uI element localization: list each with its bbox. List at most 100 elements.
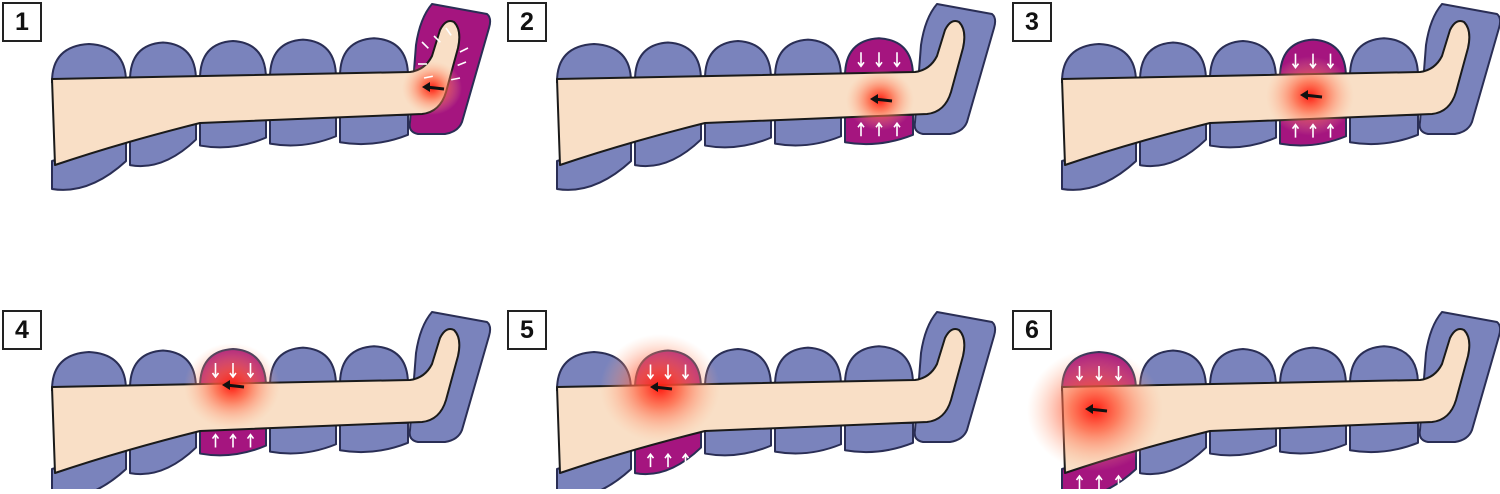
leg — [51, 20, 461, 166]
cuff-chamber-top-ankle — [338, 37, 410, 78]
cuff-chamber-bottom-knee — [1209, 116, 1277, 149]
leg-panel-1 — [50, 3, 492, 191]
cuff-chamber-top-upper-thigh — [555, 42, 633, 83]
cuff-chamber-bottom-lower-thigh — [1139, 426, 1207, 476]
flow-arrow-head — [1085, 404, 1093, 414]
compress-arrow-up — [875, 121, 883, 137]
compress-arrow-up — [211, 433, 220, 448]
compress-arrow-down — [857, 52, 865, 68]
cuff-chamber-top-upper-thigh — [1060, 42, 1138, 83]
cuff-chamber-top-ankle — [1348, 37, 1420, 78]
leg-panel-5 — [555, 311, 997, 494]
cuff-chamber-bottom-ankle — [339, 421, 409, 454]
cuff-chamber-top-calf — [1278, 346, 1348, 387]
cuff-chamber-bottom-knee — [704, 116, 772, 149]
compress-arrow-down — [1075, 366, 1084, 382]
compress-arrow — [451, 77, 461, 81]
compress-arrow-up — [893, 121, 901, 137]
cuff-chamber-top-calf — [268, 346, 338, 387]
cuff-chamber-bottom-knee — [199, 116, 267, 149]
compress-arrow-up — [681, 452, 690, 468]
cuff-chamber-top-lower-thigh — [633, 41, 703, 82]
cuff-chamber-bottom-ankle — [1349, 113, 1419, 146]
step-number-4: 4 — [2, 310, 42, 350]
compress-arrow-up — [1326, 123, 1335, 138]
step-number-5: 5 — [507, 310, 547, 350]
cuff-chamber-bottom-knee — [1209, 424, 1277, 457]
cuff-chamber-bottom-calf — [774, 423, 842, 455]
leg-panel-6 — [1027, 311, 1500, 494]
compress-arrow — [445, 27, 452, 36]
compress-arrow — [423, 75, 433, 79]
cuff-chamber-top-upper-thigh — [50, 42, 128, 83]
cuff-chamber-bottom-lower-thigh — [129, 118, 197, 168]
compress-arrow-down — [646, 364, 655, 380]
compress-arrow-up — [646, 452, 655, 468]
cuff-chamber-bottom-upper-thigh — [556, 138, 632, 191]
cuff-chamber-bottom-lower-thigh — [129, 426, 197, 476]
cuff-chamber-bottom-ankle — [339, 113, 409, 146]
compress-arrow-up — [1114, 474, 1123, 489]
compress-arrow-down — [1309, 53, 1317, 69]
compress-arrow-up — [1309, 123, 1317, 138]
cuff-chamber-bottom-calf — [269, 423, 337, 455]
compress-arrow-up — [857, 121, 865, 137]
cuff-chamber-top-calf — [268, 38, 338, 79]
cuff-chamber-top-ankle — [843, 345, 915, 386]
compress-arrow-up — [1291, 123, 1300, 138]
step-number-3: 3 — [1012, 2, 1052, 42]
leg-panel-4 — [50, 311, 492, 494]
compress-arrow-down — [664, 364, 672, 380]
flow-arrow-head — [422, 82, 430, 92]
compress-arrow-up — [1075, 474, 1084, 489]
flow-arrow-head — [870, 94, 878, 104]
cuff-chamber-bottom-knee — [704, 424, 772, 457]
leg — [1061, 328, 1471, 474]
cuff-chamber-top-ankle — [338, 345, 410, 386]
compress-arrow-down — [681, 364, 690, 380]
leg-panel-3 — [1060, 3, 1500, 191]
cuff-chamber-top-ankle — [1348, 345, 1420, 386]
cuff-chamber-bottom-calf — [1279, 423, 1347, 455]
leg — [1061, 20, 1471, 166]
cuff-chamber-top-knee — [1208, 40, 1278, 81]
compress-arrow-down — [1326, 53, 1335, 69]
compress-arrow-up — [1095, 474, 1103, 489]
cuff-chamber-bottom-ankle — [844, 421, 914, 454]
cuff-chamber-bottom-upper-thigh — [51, 138, 127, 191]
cuff-chamber-bottom-calf — [774, 115, 842, 147]
compress-arrow-up — [246, 433, 255, 448]
compress-arrow-down — [229, 363, 237, 379]
cuff-chamber-top-lower-thigh — [1138, 41, 1208, 82]
compress-arrow-down — [246, 363, 255, 379]
cuff-chamber-bottom-ankle — [1349, 421, 1419, 454]
flow-arrow-head — [1300, 90, 1308, 100]
compress-arrow-down — [893, 52, 901, 68]
cuff-chamber-top-calf — [773, 346, 843, 387]
leg-panel-2 — [555, 3, 997, 191]
flow-arrow-head — [650, 382, 658, 392]
cuff-chamber-top-knee — [1208, 348, 1278, 389]
compress-arrow — [433, 35, 441, 43]
flow-arrow-head — [222, 380, 230, 390]
leg — [556, 20, 966, 166]
cuff-chamber-bottom-lower-thigh — [634, 118, 702, 168]
cuff-chamber-bottom-calf — [269, 115, 337, 147]
compress-arrow-up — [229, 433, 237, 448]
compress-arrow-down — [875, 52, 883, 68]
cuff-chamber-top-lower-thigh — [128, 41, 198, 82]
step-number-6: 6 — [1012, 310, 1052, 350]
cuff-chamber-top-calf — [773, 38, 843, 79]
compress-arrow — [457, 61, 467, 67]
cuff-chamber-bottom-upper-thigh — [1061, 138, 1137, 191]
compress-arrow-down — [1291, 53, 1300, 69]
compress-arrow-down — [211, 363, 220, 379]
step-number-1: 1 — [2, 2, 42, 42]
compress-arrow-up — [664, 452, 672, 468]
compress-arrow-down — [1114, 366, 1123, 382]
cuff-chamber-top-knee — [703, 40, 773, 81]
compress-arrow — [421, 41, 429, 49]
compress-arrow-down — [1095, 366, 1103, 382]
